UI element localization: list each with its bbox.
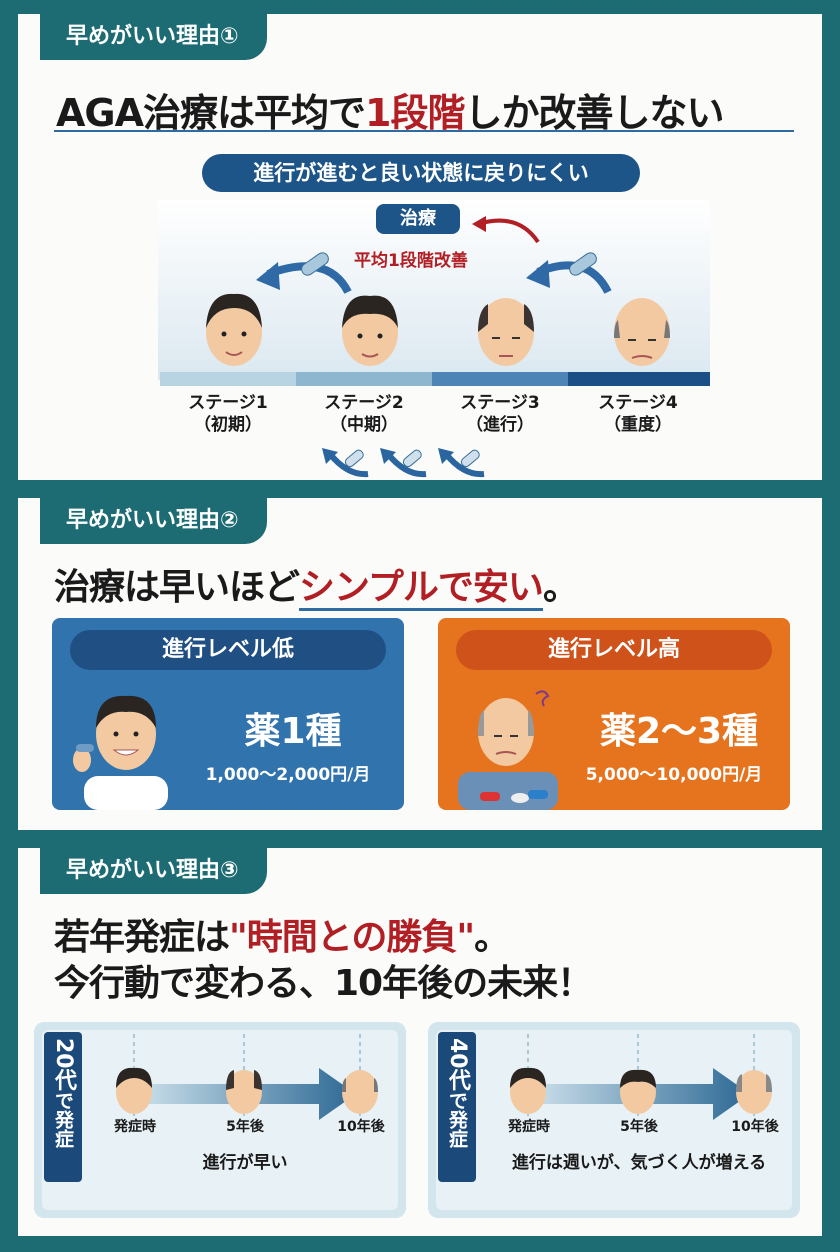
card-header: 進行レベル低 [70, 630, 386, 670]
young-man-illustration [73, 695, 168, 810]
title-highlight: シンプルで安い [299, 567, 544, 611]
pill-icon [460, 449, 480, 468]
face-stage-4 [614, 298, 670, 366]
onset-label: で発症 [52, 1090, 74, 1148]
face-10-years [736, 1070, 772, 1114]
reason-1-tag: 早めがいい理由① [40, 8, 267, 60]
face-5-years [226, 1070, 262, 1114]
timeline-inner [436, 1030, 792, 1210]
point-label: 5年後 [226, 1119, 264, 1135]
title-part: 。 [542, 567, 579, 608]
timeline-20s: 20代で発症 発症時 5年後 10年後 進行が早い [34, 1022, 406, 1218]
timeline-inner [42, 1030, 398, 1210]
reason-3-title-line1: 若年発症は"時間との勝負"。 [54, 908, 510, 960]
timeline-graphic [510, 1034, 772, 1120]
point-label: 5年後 [620, 1119, 658, 1135]
stage-desc: （中期） [330, 415, 398, 435]
face-onset [116, 1067, 152, 1114]
stage-bar-4 [568, 372, 710, 386]
stage-bar-1 [160, 372, 296, 386]
title-part: 治療は早いほど [54, 567, 300, 608]
reason-1-title: AGA治療は平均で1段階しか改善しない [56, 82, 724, 137]
point-label: 発症時 [114, 1119, 156, 1135]
stage-desc: （重度） [604, 415, 672, 435]
red-arrow-icon [477, 218, 540, 244]
improvement-arrows [322, 448, 485, 478]
stage-name: ステージ4 [598, 393, 678, 413]
pill-icon [301, 252, 329, 276]
reason-3-title-line2: 今行動で変わる、10年後の未来！ [54, 963, 593, 1004]
face-stage-2 [342, 295, 398, 366]
monthly-price: 1,000〜2,000円/月 [205, 765, 371, 785]
stage-2: ステージ2（中期） [294, 392, 434, 436]
title-part: 若年発症は [54, 917, 230, 958]
stage-name: ステージ2 [324, 393, 404, 413]
point-label: 10年後 [337, 1119, 385, 1135]
face-stage-3 [478, 298, 534, 366]
treatment-label: 治療 [376, 204, 460, 234]
card-high-level: 進行レベル高 薬2〜3種 5,000〜10,000円/月 [438, 618, 790, 810]
timeline-40s: 40代で発症 発症時 5年後 10年後 進行は週いが、気づく人が増える [428, 1022, 800, 1218]
subtitle-pill: 進行が進むと良い状態に戻りにくい [202, 154, 640, 192]
treatment-arrows [256, 216, 612, 294]
older-man-illustration [458, 690, 558, 810]
stage-name: ステージ1 [188, 393, 268, 413]
face-stage-1 [206, 293, 262, 366]
title-underline [54, 130, 794, 132]
face-10-years [342, 1070, 378, 1114]
age: 20代 [51, 1038, 76, 1091]
point-label: 発症時 [508, 1119, 550, 1135]
stage-name: ステージ3 [460, 393, 540, 413]
pill-icon [344, 449, 364, 468]
reason-3-panel: 早めがいい理由③ 若年発症は"時間との勝負"。 今行動で変わる、10年後の未来！… [18, 842, 822, 1236]
reason-3-tag: 早めがいい理由③ [40, 842, 267, 894]
title-highlight: "時間との勝負" [229, 917, 475, 958]
point-label: 10年後 [731, 1119, 779, 1135]
onset-label: で発症 [446, 1090, 468, 1148]
stage-bar-2 [296, 372, 432, 386]
title-part: しか改善しない [464, 91, 724, 135]
reason-1-panel: 早めがいい理由① AGA治療は平均で1段階しか改善しない 進行が進むと良い状態に… [18, 8, 822, 480]
stage-desc: （初期） [194, 415, 262, 435]
timeline-caption: 進行は週いが、気づく人が増える [511, 1153, 767, 1173]
title-part: AGA治療は平均で [56, 91, 366, 135]
card-low-level: 進行レベル低 薬1種 1,000〜2,000円/月 [52, 618, 404, 810]
onset-age-badge: 40代で発症 [438, 1032, 476, 1182]
face-5-years [620, 1069, 656, 1114]
title-part: 。 [474, 917, 510, 958]
drug-count: 薬1種 [244, 711, 342, 752]
onset-age-badge: 20代で発症 [44, 1032, 82, 1182]
card-header: 進行レベル高 [456, 630, 772, 670]
timeline-caption: 進行が早い [202, 1153, 288, 1173]
timeline-graphic [116, 1034, 378, 1120]
pill-icon [402, 449, 422, 468]
stage-3: ステージ3（進行） [430, 392, 570, 436]
reason-2-title: 治療は早いほどシンプルで安い。 [54, 558, 579, 611]
reason-2-tag: 早めがいい理由② [40, 492, 267, 544]
age: 40代 [445, 1038, 470, 1091]
stage-bar-3 [432, 372, 568, 386]
reason-2-panel: 早めがいい理由② 治療は早いほどシンプルで安い。 進行レベル低 薬1種 1,00… [18, 492, 822, 830]
stage-desc: （進行） [466, 415, 534, 435]
treatment-note: 平均1段階改善 [354, 251, 468, 271]
pill-icon [569, 252, 597, 276]
monthly-price: 5,000〜10,000円/月 [585, 765, 763, 785]
drug-count: 薬2〜3種 [599, 711, 759, 752]
face-onset [510, 1067, 546, 1114]
stage-1: ステージ1（初期） [158, 392, 298, 436]
stage-4: ステージ4（重度） [568, 392, 708, 436]
title-highlight: 1段階 [365, 91, 465, 135]
